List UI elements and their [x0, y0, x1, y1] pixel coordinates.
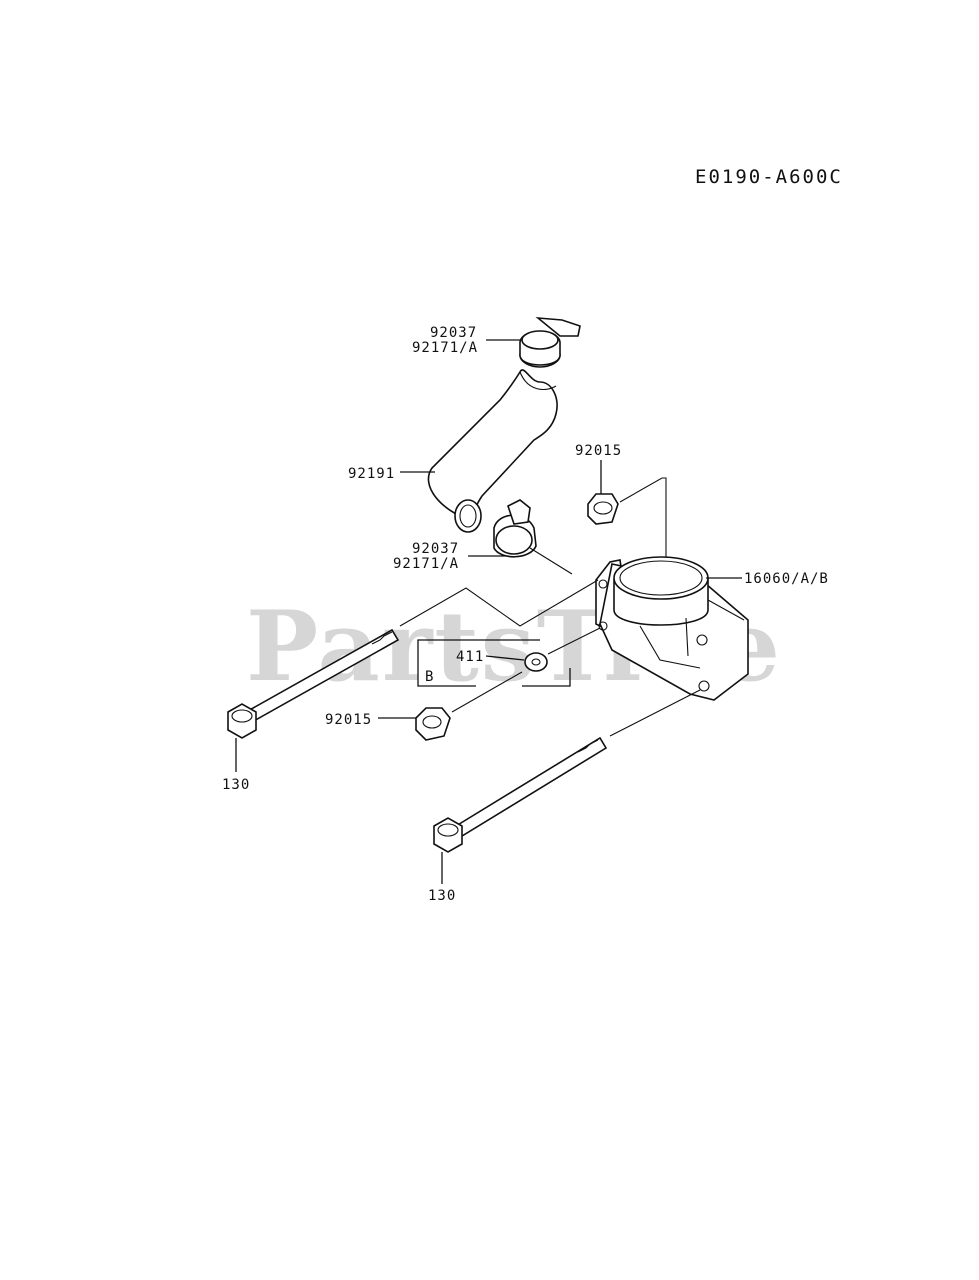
washer-box-right [522, 668, 571, 687]
callout-washer[interactable]: 411 [456, 649, 484, 665]
diagram-code: E0190-A600C [695, 166, 843, 188]
bottom-nut-part[interactable] [415, 707, 451, 741]
callout-clamp-top-b[interactable]: 92171/A [412, 340, 478, 356]
callout-nut-bottom[interactable]: 92015 [325, 712, 372, 728]
callout-housing[interactable]: 16060/A/B [744, 571, 829, 587]
callout-box-letter: B [425, 669, 434, 685]
top-nut-part[interactable] [587, 493, 619, 525]
clamp-centerline [529, 547, 573, 575]
callout-clamp-bottom-b[interactable]: 92171/A [393, 556, 459, 572]
bolt-right-axis [609, 689, 701, 737]
washer-part[interactable] [524, 652, 548, 672]
hose-part[interactable] [427, 369, 558, 533]
housing-part[interactable] [595, 556, 749, 701]
bottom-clamp-part[interactable] [493, 499, 537, 558]
callout-nut-top[interactable]: 92015 [575, 443, 622, 459]
bolt-left-axis [399, 579, 599, 627]
callout-clamp-bottom-a[interactable]: 92037 [412, 541, 459, 557]
washer-box-left [417, 639, 540, 687]
right-bolt-part[interactable] [433, 736, 608, 853]
callout-hose[interactable]: 92191 [348, 466, 395, 482]
callout-clamp-top-a[interactable]: 92037 [430, 325, 477, 341]
washer-axis [547, 627, 601, 655]
top-clamp-part[interactable] [519, 316, 581, 368]
callout-bolt-left[interactable]: 130 [222, 777, 250, 793]
callout-bolt-right[interactable]: 130 [428, 888, 456, 904]
nut-bottom-axis [451, 671, 523, 713]
left-bolt-part[interactable] [227, 628, 400, 739]
leader-washer [485, 655, 525, 661]
